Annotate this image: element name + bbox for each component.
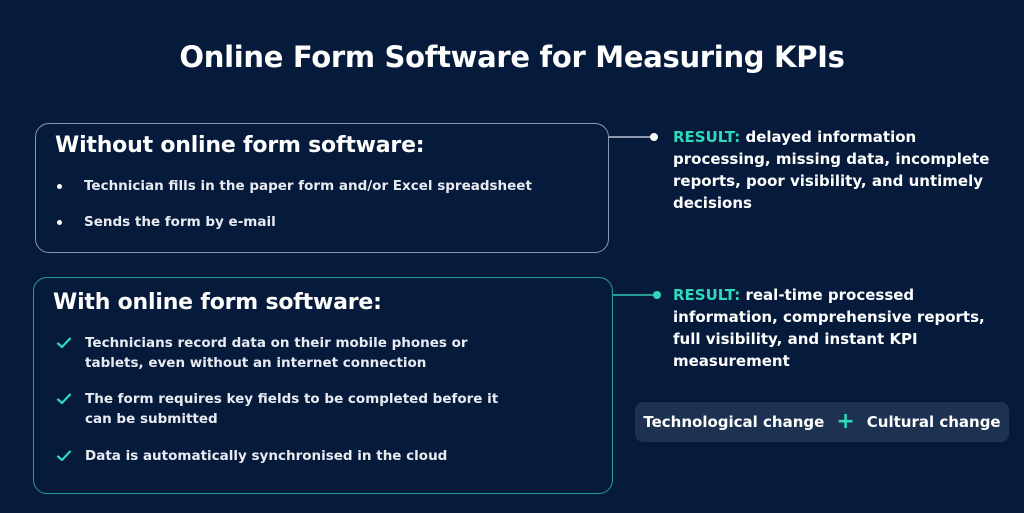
with-heading: With online form software: xyxy=(53,290,382,315)
with-connector-dot xyxy=(653,291,661,299)
with-software-box: With online form software: Technicians r… xyxy=(33,277,613,494)
page-title: Online Form Software for Measuring KPIs xyxy=(179,40,845,74)
check-icon xyxy=(56,389,72,406)
without-item-text: Technician fills in the paper form and/o… xyxy=(84,178,532,194)
bullet-icon xyxy=(55,176,62,189)
without-heading: Without online form software: xyxy=(55,133,425,158)
bullet-icon xyxy=(55,212,62,225)
without-connector-line xyxy=(609,136,653,138)
without-connector-dot xyxy=(650,133,658,141)
result-text: delayed information processing, missing … xyxy=(673,128,990,212)
result-label: RESULT: xyxy=(673,128,741,146)
with-item: Technicians record data on their mobile … xyxy=(56,333,525,373)
plus-icon: + xyxy=(836,409,855,434)
with-item-text: The form requires key fields to be compl… xyxy=(85,391,499,427)
result-label: RESULT: xyxy=(673,286,741,304)
with-item: Data is automatically synchronised in th… xyxy=(56,446,525,466)
with-connector-line xyxy=(613,294,657,296)
without-item-text: Sends the form by e-mail xyxy=(84,214,276,230)
check-icon xyxy=(56,446,72,463)
with-item-text: Data is automatically synchronised in th… xyxy=(85,448,448,464)
change-equation-pill: Technological change + Cultural change xyxy=(635,402,1009,442)
without-result: RESULT: delayed information processing, … xyxy=(673,126,993,214)
without-software-box: Without online form software: Technician… xyxy=(35,123,609,253)
without-item: Technician fills in the paper form and/o… xyxy=(57,176,532,196)
with-result: RESULT: real-time processed information,… xyxy=(673,284,993,372)
cultural-change-label: Cultural change xyxy=(866,413,1001,431)
result-text: real-time processed information, compreh… xyxy=(673,286,985,370)
without-item: Sends the form by e-mail xyxy=(57,212,276,232)
technological-change-label: Technological change xyxy=(643,413,825,431)
check-icon xyxy=(56,333,72,350)
with-item: The form requires key fields to be compl… xyxy=(56,389,525,429)
with-item-text: Technicians record data on their mobile … xyxy=(85,335,468,371)
